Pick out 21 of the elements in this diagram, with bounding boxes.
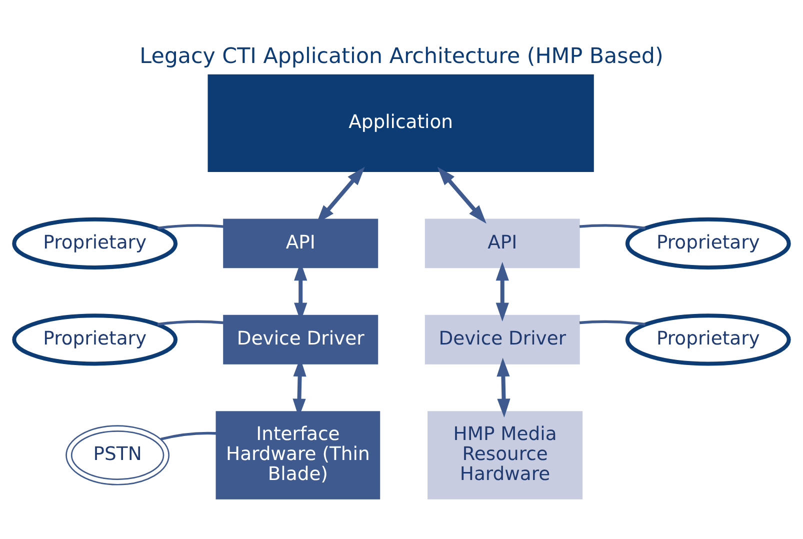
node-box: API: [223, 218, 378, 268]
node-ellipse: PSTN: [66, 425, 170, 486]
connector: [157, 320, 224, 326]
arrow: [496, 358, 510, 418]
node-ellipse: Proprietary: [625, 217, 791, 270]
connector: [579, 224, 646, 230]
connector: [160, 432, 216, 440]
diagram-title: Legacy CTI Application Architecture (HMP Based): [140, 44, 664, 69]
node-box: API: [424, 218, 580, 268]
node-ellipse: Proprietary: [12, 217, 178, 270]
node-box: HMP Media Resource Hardware: [428, 411, 583, 500]
connector: [579, 320, 646, 326]
arrow: [437, 166, 486, 224]
arrow: [496, 262, 509, 322]
node-box: Application: [208, 74, 594, 172]
connector: [157, 224, 224, 230]
node-box: Device Driver: [424, 314, 580, 364]
node-ellipse: Proprietary: [12, 314, 178, 366]
node-box: Interface Hardware (Thin Blade): [216, 411, 380, 500]
node-box: Device Driver: [223, 314, 378, 364]
node-ellipse: Proprietary: [625, 314, 791, 366]
